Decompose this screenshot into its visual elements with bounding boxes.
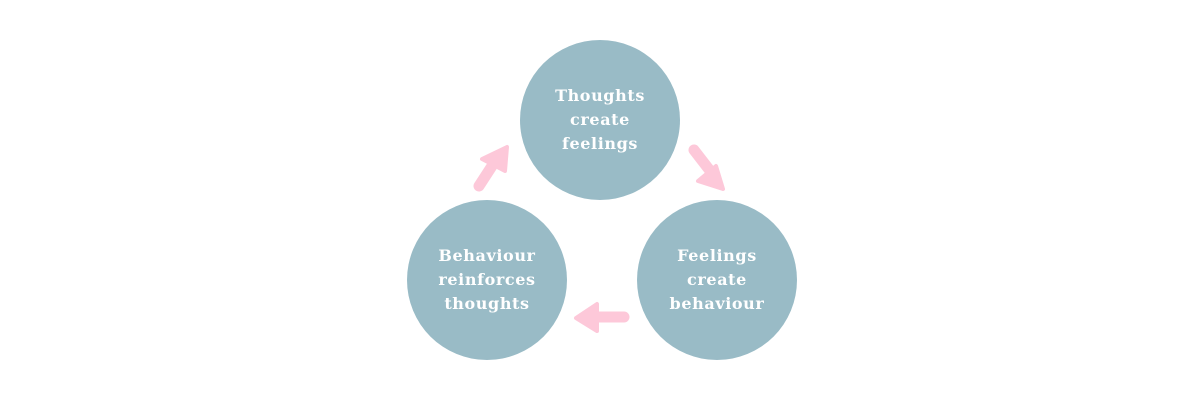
node-feelings-line: create [687, 270, 747, 289]
arrow-feelings-to-behaviour-icon [574, 302, 630, 333]
node-behaviour-line: thoughts [444, 294, 530, 313]
node-thoughts-line: Thoughts [555, 86, 645, 105]
node-behaviour-label: Behaviour reinforces thoughts [438, 244, 535, 316]
arrow-behaviour-to-thoughts-icon [473, 145, 509, 192]
node-thoughts-line: feelings [561, 134, 639, 153]
node-feelings: Feelings create behaviour [637, 200, 797, 360]
node-behaviour-line: Behaviour [438, 246, 536, 265]
node-thoughts-label: Thoughts create feelings [555, 84, 645, 156]
node-thoughts: Thoughts create feelings [520, 40, 680, 200]
node-thoughts-line: create [570, 110, 630, 129]
node-feelings-label: Feelings create behaviour [670, 244, 765, 316]
node-feelings-line: behaviour [669, 294, 765, 313]
node-feelings-line: Feelings [677, 246, 757, 265]
node-behaviour-line: reinforces [438, 270, 536, 289]
arrow-thoughts-to-feelings-icon [688, 144, 725, 191]
node-behaviour: Behaviour reinforces thoughts [407, 200, 567, 360]
